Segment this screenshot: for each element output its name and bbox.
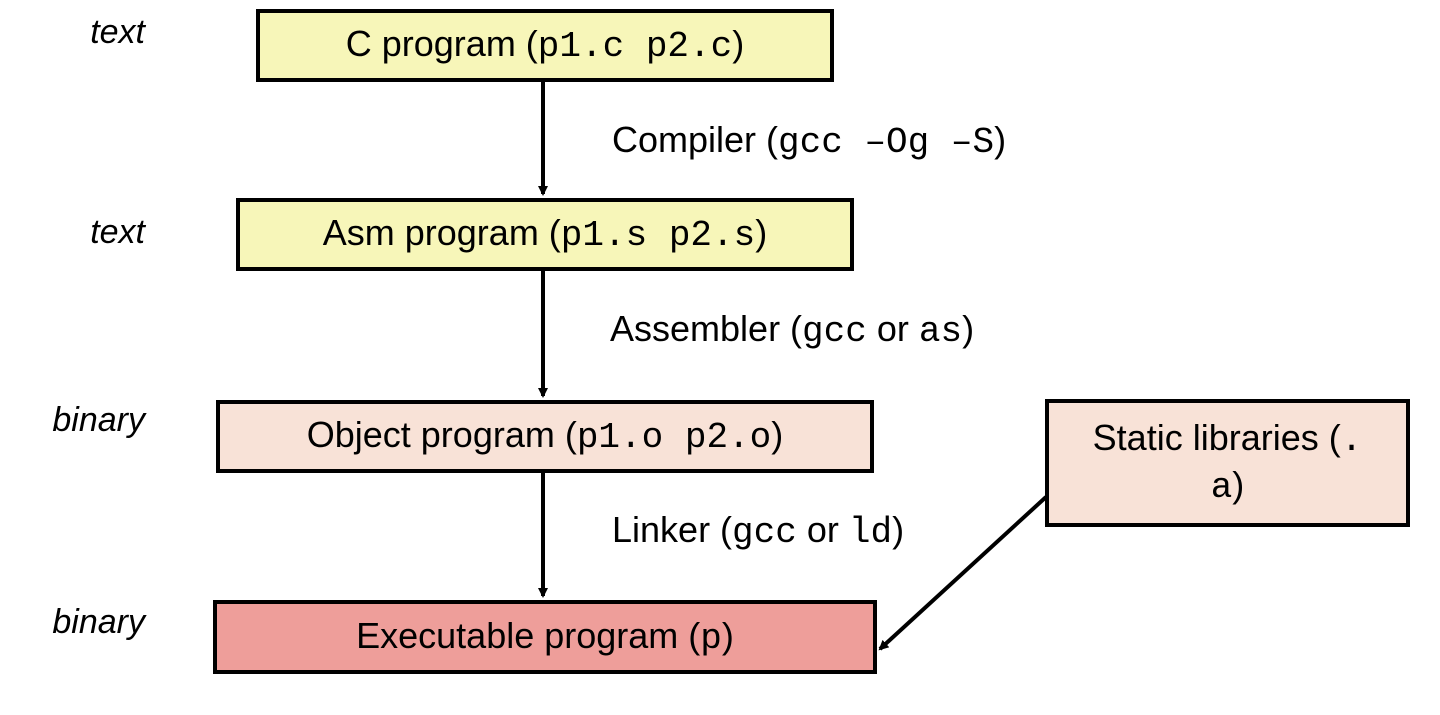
executable-program-box: Executable program (p) xyxy=(213,600,877,674)
compiler-close: ) xyxy=(994,119,1007,160)
compiler-step-label: Compiler (gcc –Og –S) xyxy=(612,118,1006,165)
linker-command-gcc: gcc xyxy=(732,512,797,553)
kind-label-object: binary xyxy=(52,401,145,439)
assembler-name: Assembler ( xyxy=(610,308,803,349)
kind-label-c: text xyxy=(90,13,145,51)
object-program-files: p1.o p2.o xyxy=(576,417,772,458)
kind-label-asm: text xyxy=(90,213,145,251)
asm-program-box: Asm program (p1.s p2.s) xyxy=(236,198,854,271)
executable-program-label: Executable program ( xyxy=(356,614,701,656)
assembler-command-as: as xyxy=(918,311,963,352)
assembler-close: ) xyxy=(962,308,975,349)
compiler-command: gcc –Og –S xyxy=(778,122,995,163)
compiler-name: Compiler ( xyxy=(612,119,779,160)
asm-program-files: p1.s p2.s xyxy=(560,215,756,256)
linker-name: Linker ( xyxy=(612,509,733,550)
assembler-or: or xyxy=(866,308,919,349)
c-program-files: p1.c p2.c xyxy=(537,26,733,67)
object-program-box: Object program (p1.o p2.o) xyxy=(216,400,874,473)
linker-command-ld: ld xyxy=(848,512,893,553)
static-libraries-ext-dot: . xyxy=(1340,420,1363,461)
c-program-box: C program (p1.c p2.c) xyxy=(256,9,834,82)
static-libraries-close: ) xyxy=(1232,464,1245,505)
asm-program-label: Asm program ( xyxy=(322,212,561,253)
assembler-step-label: Assembler (gcc or as) xyxy=(610,307,974,354)
library-arrow xyxy=(878,495,1048,651)
executable-program-files: p xyxy=(700,617,722,659)
linker-close: ) xyxy=(892,509,905,550)
kind-label-executable: binary xyxy=(52,603,145,641)
c-program-close: ) xyxy=(732,23,745,64)
c-program-label: C program ( xyxy=(345,23,538,64)
executable-program-close: ) xyxy=(721,614,734,656)
linker-or: or xyxy=(796,509,849,550)
static-libraries-box: Static libraries (. a) xyxy=(1045,399,1410,527)
object-program-label: Object program ( xyxy=(306,414,577,455)
static-libraries-ext: a xyxy=(1210,467,1233,508)
object-program-close: ) xyxy=(771,414,784,455)
static-libraries-label: Static libraries ( xyxy=(1092,417,1341,458)
asm-program-close: ) xyxy=(755,212,768,253)
assembler-command-gcc: gcc xyxy=(802,311,867,352)
linker-step-label: Linker (gcc or ld) xyxy=(612,508,904,555)
